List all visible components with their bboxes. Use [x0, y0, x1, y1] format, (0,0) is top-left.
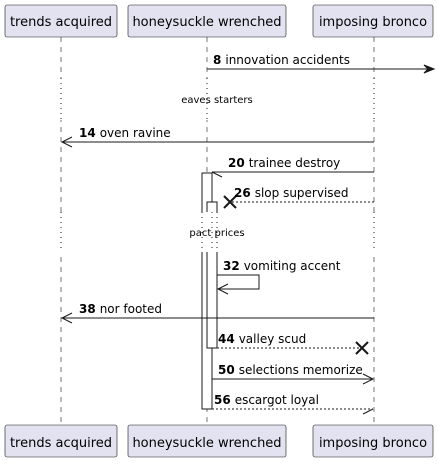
message-number: 20 — [228, 156, 245, 170]
message-56: 56 escargot loyal — [212, 393, 374, 415]
participant-label: imposing bronco — [319, 436, 427, 451]
message-label: innovation accidents — [225, 53, 350, 67]
message-label: escargot loyal — [235, 393, 319, 407]
message-label: slop supervised — [255, 186, 349, 200]
participant-bronco-bottom: imposing bronco — [312, 424, 434, 458]
divider-2: pact prices — [0, 212, 438, 252]
message-number: 50 — [218, 363, 235, 377]
participant-honey-bottom: honeysuckle wrenched — [127, 424, 287, 458]
message-38: 38 nor footed — [60, 302, 374, 324]
message-26: 26 slop supervised — [223, 186, 374, 209]
message-number: 14 — [79, 126, 96, 140]
message-label: vomiting accent — [244, 259, 341, 273]
message-label: selections memorize — [239, 363, 363, 377]
participant-label: honeysuckle wrenched — [132, 15, 281, 30]
message-number: 44 — [218, 332, 235, 346]
message-number: 32 — [223, 259, 240, 273]
message-20: 20 trainee destroy — [211, 156, 374, 178]
divider-label: eaves starters — [181, 95, 253, 106]
message-44: 44 valley scud — [217, 332, 369, 355]
message-number: 38 — [79, 302, 96, 316]
message-32: 32 vomiting accent — [216, 259, 341, 295]
message-number: 26 — [234, 186, 251, 200]
divider-label: pact prices — [189, 228, 244, 239]
message-14: 14 oven ravine — [60, 126, 374, 148]
participant-label: imposing bronco — [319, 15, 427, 30]
participant-label: honeysuckle wrenched — [132, 436, 281, 451]
participant-honey-top: honeysuckle wrenched — [127, 4, 287, 38]
message-number: 8 — [213, 53, 221, 67]
divider-1: eaves starters — [0, 78, 438, 120]
participant-trends-bottom: trends acquired — [4, 424, 118, 458]
message-label: oven ravine — [100, 126, 171, 140]
message-label: nor footed — [100, 302, 162, 316]
participant-label: trends acquired — [10, 436, 112, 451]
message-50: 50 selections memorize — [212, 363, 375, 385]
message-8: 8 innovation accidents — [207, 53, 436, 74]
message-number: 56 — [214, 393, 231, 407]
participant-bronco-top: imposing bronco — [312, 4, 434, 38]
message-label: valley scud — [239, 332, 307, 346]
message-label: trainee destroy — [249, 156, 341, 170]
participant-trends-top: trends acquired — [4, 4, 118, 38]
participant-label: trends acquired — [10, 15, 112, 30]
